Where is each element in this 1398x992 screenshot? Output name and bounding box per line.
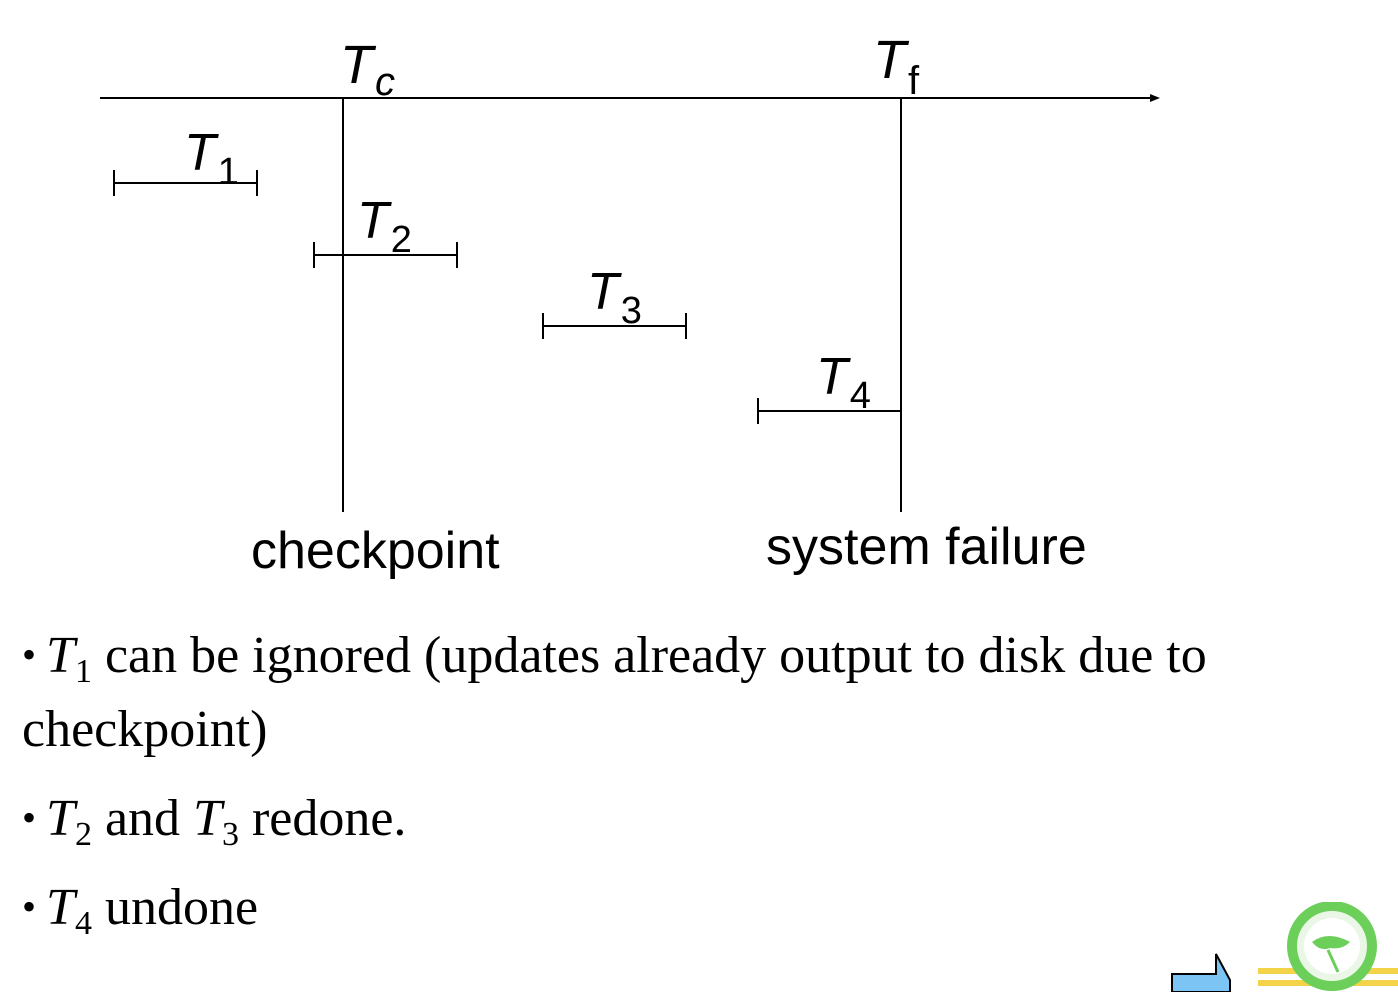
next-slide-arrow-icon[interactable]	[1170, 950, 1240, 992]
transaction-t3-label: T3	[587, 263, 642, 332]
bullet-t4: •T4 undone	[22, 879, 259, 942]
bullet-dot: •	[22, 632, 37, 677]
transaction-t2: T2	[313, 192, 458, 268]
checkpoint-time-label: Tc	[340, 35, 395, 104]
time-axis-arrowhead	[1150, 94, 1160, 102]
transaction-t1-label: T1	[184, 124, 239, 193]
checkpoint-caption: checkpoint	[251, 522, 500, 580]
failure-caption: system failure	[766, 518, 1087, 576]
bullet-dot: •	[22, 795, 37, 840]
failure-time-label: Tf	[873, 30, 920, 103]
bullet-t1: •T1 can be ignored (updates already outp…	[22, 627, 1207, 758]
transaction-t4: T4	[757, 348, 901, 424]
transaction-t4-label: T4	[816, 348, 871, 417]
transaction-t1: T1	[113, 124, 258, 196]
university-seal-logo	[1258, 902, 1398, 991]
transaction-t2-label: T2	[357, 192, 412, 261]
bullet-dot: •	[22, 884, 37, 929]
bullet-t2-t3: •T2 and T3 redone.	[22, 790, 407, 853]
recovery-timeline-diagram: Tc Tf T1 T2 T3 T4 checkpoint system fail…	[100, 30, 1160, 580]
transaction-t3: T3	[542, 263, 687, 339]
explanation-list: •T1 can be ignored (updates already outp…	[22, 618, 1392, 945]
